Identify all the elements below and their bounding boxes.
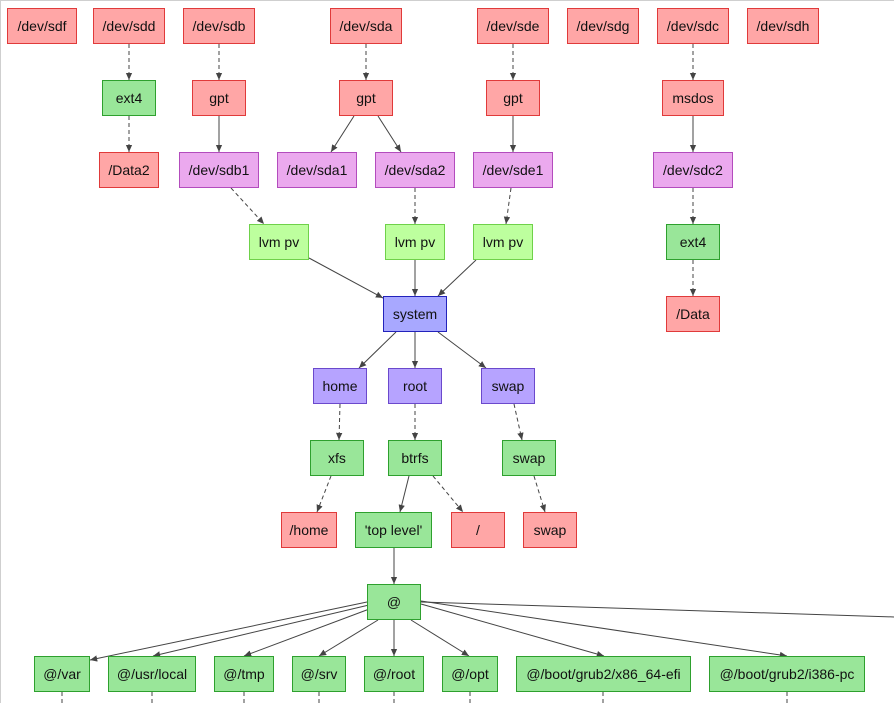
edge-connector [437,331,487,369]
disk-sdd: /dev/sdd [93,8,165,44]
partition-sda2: /dev/sda2 [375,152,455,188]
lvm-pv-sdb1: lvm pv [249,224,309,260]
subvolume-grub-x86-64-efi: @/boot/grub2/x86_64-efi [516,656,691,692]
disk-sdc: /dev/sdc [657,8,729,44]
subvolume-opt: @/opt [442,656,498,692]
subvolume-usr-local: @/usr/local [108,656,196,692]
edge-connector [330,115,355,153]
subvolume-tmp: @/tmp [214,656,274,692]
edge-connector [420,601,894,618]
home-mount: /home [281,512,337,548]
disk-sdf: /dev/sdf [7,8,77,44]
disk-sdg: /dev/sdg [567,8,639,44]
disk-sda: /dev/sda [330,8,402,44]
sdc-msdos-table: msdos [662,80,724,116]
data-mount: /Data [666,296,720,332]
btrfs-top-level: 'top level' [355,512,432,548]
edge-connector [316,475,332,513]
lvm-pv-sde1: lvm pv [473,224,533,260]
edge-connector [420,603,605,658]
edge-connector [336,403,343,441]
edge-connector [410,619,470,657]
swap-filesystem: swap [502,440,556,476]
edge-connector [432,475,464,513]
subvolume-var: @/var [34,656,90,692]
edge-connector [308,257,384,299]
swap-mount: swap [523,512,577,548]
disk-sdb: /dev/sdb [183,8,255,44]
partition-sdb1: /dev/sdb1 [179,152,259,188]
volume-group-system: system [383,296,447,332]
sdc2-ext4-filesystem: ext4 [666,224,720,260]
edge-connector [420,600,788,659]
edge-connector [533,475,546,513]
disk-sdh: /dev/sdh [747,8,819,44]
edge-connector [503,187,512,225]
lvm-pv-sda2: lvm pv [385,224,445,260]
edge-connector [318,619,379,657]
root-mount: / [451,512,505,548]
partition-sda1: /dev/sda1 [277,152,357,188]
sdd-ext4-filesystem: ext4 [102,80,156,116]
xfs-filesystem: xfs [310,440,364,476]
logical-volume-home: home [313,368,367,404]
sda-gpt-table: gpt [339,80,393,116]
subvolume-grub-i386-pc: @/boot/grub2/i386-pc [709,656,865,692]
logical-volume-swap: swap [481,368,535,404]
btrfs-filesystem: btrfs [388,440,442,476]
edge-connector [513,403,524,441]
logical-volume-root: root [388,368,442,404]
subvolume-at: @ [367,584,421,620]
edge-connector [437,259,477,297]
edge-connector [398,475,410,513]
edge-connector [89,601,368,662]
edge-connector [152,604,370,658]
partition-sdc2: /dev/sdc2 [653,152,733,188]
edge-connector [230,187,265,225]
subvolume-root: @/root [364,656,424,692]
sde-gpt-table: gpt [486,80,540,116]
data2-mount: /Data2 [99,152,159,188]
partition-sde1: /dev/sde1 [473,152,553,188]
edge-connector [377,115,402,153]
edge-connector [243,607,373,657]
sdb-gpt-table: gpt [192,80,246,116]
disk-sde: /dev/sde [477,8,549,44]
edge-connector [358,331,397,369]
subvolume-srv: @/srv [292,656,346,692]
